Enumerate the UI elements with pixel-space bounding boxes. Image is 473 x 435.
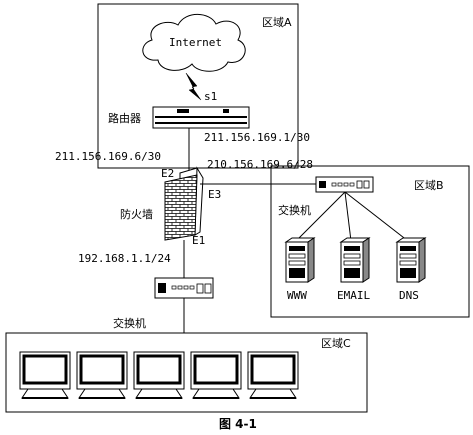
firewall-e1-ip-label: 192.168.1.1/24 xyxy=(78,252,171,265)
figure-caption: 图 4-1 xyxy=(219,417,257,431)
switch-icon xyxy=(154,277,214,299)
link-s1-label: s1 xyxy=(204,90,217,103)
region-b-label: 区域B xyxy=(414,179,444,192)
link-switch-b-dns xyxy=(344,191,409,242)
server-email-label: EMAIL xyxy=(337,289,370,302)
server-icon xyxy=(284,237,316,283)
server-icon xyxy=(395,237,427,283)
switch-icon xyxy=(315,176,374,193)
router-label: 路由器 xyxy=(108,111,141,125)
lightning-icon xyxy=(185,72,202,101)
link-switch-b-email xyxy=(344,191,352,242)
firewall-icon xyxy=(164,166,204,241)
firewall-e2-ip-label: 211.156.169.6/30 xyxy=(55,150,161,163)
region-b-box xyxy=(270,165,470,318)
firewall-label: 防火墙 xyxy=(120,207,153,221)
region-c-box xyxy=(5,332,368,413)
server-dns-label: DNS xyxy=(399,289,419,302)
monitor-icon xyxy=(190,351,242,399)
router-icon xyxy=(152,106,250,129)
firewall-e3-label: E3 xyxy=(208,188,221,201)
firewall-e3-ip-label: 210.156.169.6/28 xyxy=(207,158,313,171)
internet-label: Internet xyxy=(169,36,222,49)
link-switch-b-www xyxy=(295,191,346,242)
region-a-label: 区域A xyxy=(262,16,292,29)
firewall-e2-label: E2 xyxy=(161,167,174,180)
monitor-icon xyxy=(19,351,71,399)
monitor-icon xyxy=(133,351,185,399)
firewall-e1-label: E1 xyxy=(192,234,205,247)
monitor-icon xyxy=(76,351,128,399)
region-c-label: 区域C xyxy=(321,337,351,350)
switch-b-label: 交换机 xyxy=(278,203,311,217)
region-a-box xyxy=(97,3,299,169)
cloud-icon xyxy=(142,13,246,72)
router-ip-label: 211.156.169.1/30 xyxy=(204,131,310,144)
monitor-icon xyxy=(247,351,299,399)
server-icon xyxy=(339,237,371,283)
switch-c-label: 交换机 xyxy=(113,316,146,330)
server-www-label: WWW xyxy=(287,289,307,302)
